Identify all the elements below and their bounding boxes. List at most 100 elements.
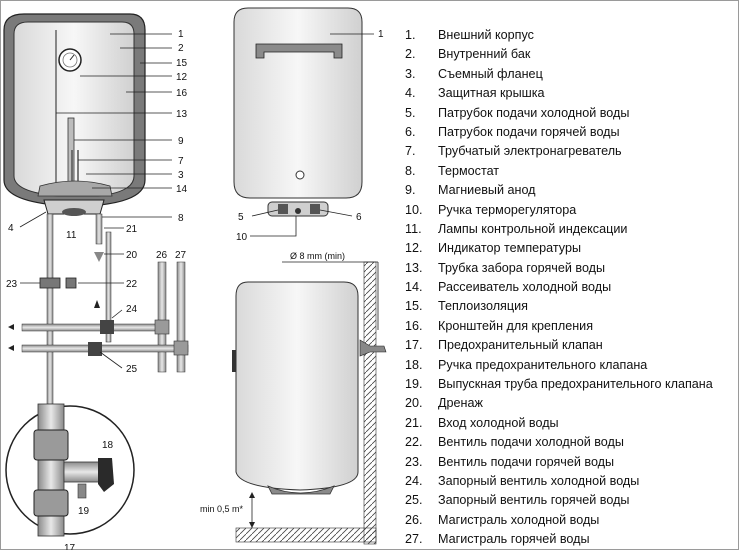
legend-item: 20.Дренаж <box>405 394 713 413</box>
legend-item: 25. Запорный вентиль горячей воды <box>405 491 713 510</box>
legend-text: Трубка забора горячей воды <box>438 260 606 275</box>
legend-item: 16. Кронштейн для крепления <box>405 317 713 336</box>
leaders-right-top <box>250 33 374 237</box>
legend-text: Ручка предохранительного клапана <box>438 357 648 372</box>
callout-front-5: 5 <box>238 212 244 223</box>
legend-text: Рассеиватель холодной воды <box>438 280 612 295</box>
callout-19: 19 <box>78 506 90 517</box>
legend-number: 10. <box>405 202 423 217</box>
legend-number: 23. <box>405 454 423 469</box>
legend-number: 1. <box>405 28 416 42</box>
legend-text: Трубчатый электронагреватель <box>438 144 622 159</box>
callout-12: 12 <box>176 72 188 83</box>
callout-25: 25 <box>126 364 138 375</box>
callout-16: 16 <box>176 88 188 99</box>
legend-number: 5. <box>405 105 416 120</box>
legend-text: Запорный вентиль холодной воды <box>438 473 640 488</box>
legend-number: 11. <box>405 221 422 236</box>
legend-item: 18. Ручка предохранительного клапана <box>405 356 713 375</box>
legend-text: Предохранительный клапан <box>438 338 603 353</box>
legend-number: 16. <box>405 318 423 333</box>
callout-9: 9 <box>178 136 184 147</box>
dimension-side-clearance: Ø 8 mm (min) <box>290 251 345 261</box>
legend-number: 4. <box>405 86 416 101</box>
callout-17: 17 <box>64 543 76 550</box>
legend-item: 26. Магистраль холодной воды <box>405 511 713 530</box>
legend-item: 6.Патрубок подачи горячей воды <box>405 123 713 142</box>
legend-number: 8. <box>405 163 416 178</box>
legend-text: Внешний корпус <box>438 28 534 42</box>
leaders-left <box>19 33 172 369</box>
legend-text: Внутренний бак <box>438 47 531 62</box>
cutaway-heater <box>3 13 146 216</box>
legend-item: 11. Лампы контрольной индексации <box>405 220 713 239</box>
legend-number: 7. <box>405 144 416 159</box>
callout-22: 22 <box>126 279 138 290</box>
callout-20: 20 <box>126 250 138 261</box>
legend-item: 27. Магистраль горячей воды <box>405 530 713 549</box>
dimension-bottom-clearance: min 0,5 m* <box>200 504 244 514</box>
legend-number: 15. <box>405 299 423 314</box>
legend-text: Патрубок подачи холодной воды <box>438 105 630 120</box>
legend-text: Дренаж <box>438 396 483 411</box>
legend-item: 23. Вентиль подачи горячей воды <box>405 453 713 472</box>
legend-item: 19.Выпускная труба предохранительного кл… <box>405 375 713 394</box>
legend-number: 18. <box>405 357 423 372</box>
legend-number: 25. <box>405 493 423 508</box>
callout-18: 18 <box>102 440 114 451</box>
legend-item: 5. Патрубок подачи холодной воды <box>405 104 713 123</box>
callout-1: 1 <box>178 29 184 40</box>
legend-item: 2. Внутренний бак <box>405 45 713 64</box>
legend-item: 1. Внешний корпус <box>405 26 713 45</box>
legend-number: 17. <box>405 338 423 353</box>
plumbing <box>8 213 189 405</box>
legend-item: 22. Вентиль подачи холодной воды <box>405 433 713 452</box>
legend-item: 24.Запорный вентиль холодной воды <box>405 472 713 491</box>
legend-item: 7. Трубчатый электронагреватель <box>405 142 713 161</box>
callout-front-6: 6 <box>356 212 362 223</box>
legend-number: 13. <box>405 260 423 275</box>
legend-text: Запорный вентиль горячей воды <box>438 493 630 508</box>
legend-number: 26. <box>405 512 423 527</box>
legend-number: 6. <box>405 124 416 139</box>
legend-text: Теплоизоляция <box>438 299 528 314</box>
legend-text: Защитная крышка <box>438 86 545 101</box>
legend-item: 4. Защитная крышка <box>405 84 713 103</box>
legend-item: 12. Индикатор температуры <box>405 239 713 258</box>
callout-23: 23 <box>6 279 18 290</box>
legend-item: 17. Предохранительный клапан <box>405 336 713 355</box>
legend-item: 10. Ручка терморегулятора <box>405 201 713 220</box>
legend-text: Магистраль горячей воды <box>438 532 590 547</box>
legend-number: 19. <box>405 377 423 392</box>
legend-number: 3. <box>405 66 416 81</box>
callout-front-10: 10 <box>236 232 248 243</box>
callout-13: 13 <box>176 109 188 120</box>
legend-text: Вентиль подачи холодной воды <box>438 435 624 450</box>
legend-number: 27. <box>405 532 423 547</box>
callout-26: 26 <box>156 250 168 261</box>
callout-3: 3 <box>178 170 184 181</box>
legend-text: Ручка терморегулятора <box>438 202 577 217</box>
legend-number: 22. <box>405 435 423 450</box>
legend-text: Индикатор температуры <box>438 241 582 256</box>
legend-text: Кронштейн для крепления <box>438 318 594 333</box>
legend-item: 9.Магниевый анод <box>405 181 713 200</box>
callout-7: 7 <box>178 156 184 167</box>
legend-item: 13. Трубка забора горячей воды <box>405 259 713 278</box>
legend-text: Магниевый анод <box>438 183 536 198</box>
legend-text: Вентиль подачи горячей воды <box>438 454 615 469</box>
legend-text: Лампы контрольной индексации <box>438 221 628 236</box>
legend-number: 12. <box>405 241 423 256</box>
legend-number: 2. <box>405 47 416 62</box>
callout-27: 27 <box>175 250 187 261</box>
callout-24: 24 <box>126 304 138 315</box>
legend-item: 3. Съемный фланец <box>405 65 713 84</box>
legend-text: Термостат <box>438 163 500 178</box>
legend-text: Съемный фланец <box>438 66 543 81</box>
wall-mount-view <box>232 261 387 545</box>
legend-item: 15. Теплоизоляция <box>405 297 713 316</box>
legend-text: Магистраль холодной воды <box>438 512 600 527</box>
callout-4: 4 <box>8 223 14 234</box>
legend-text: Вход холодной воды <box>438 415 559 430</box>
legend-item: 21.Вход холодной воды <box>405 414 713 433</box>
